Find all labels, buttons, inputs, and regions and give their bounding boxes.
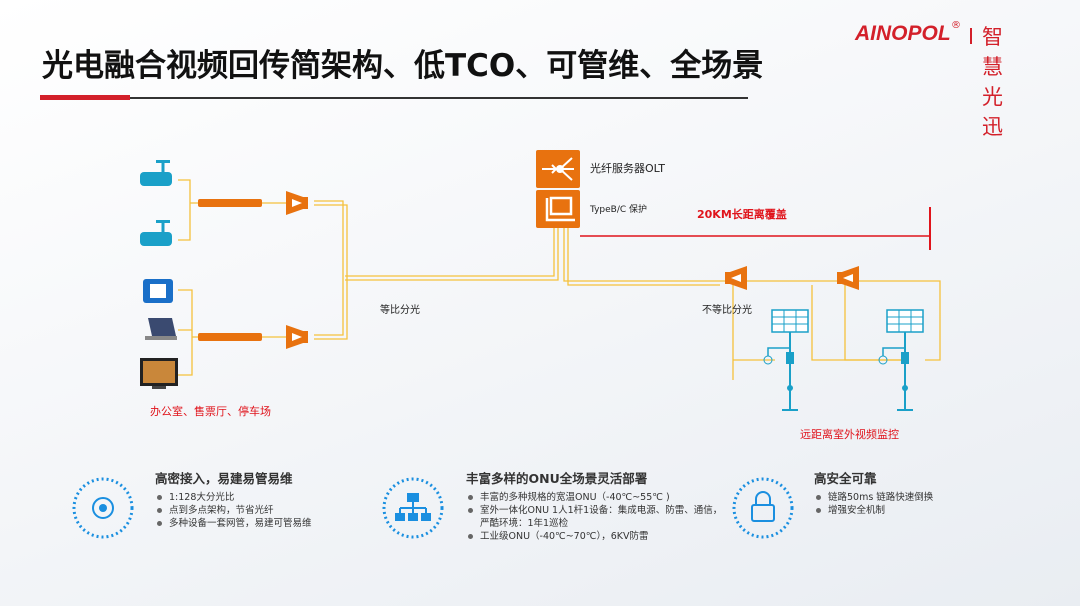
feature-title: 高密接入，易建易管易维 (155, 471, 293, 486)
feature-item: 链路50ms 链路快速倒换 (814, 491, 933, 504)
logo-cn: 智慧光迅 (982, 25, 1006, 139)
feature-item: 1:128大分光比 (155, 491, 312, 504)
network-flower-icon (72, 477, 134, 539)
feature-item: 多种设备一套网管，易建可管易维 (155, 517, 312, 530)
monitor-icon (140, 358, 178, 389)
outdoor-label: 远距离室外视频监控 (800, 428, 899, 441)
camera-icon (140, 220, 172, 246)
phone-icon (143, 279, 173, 303)
olt-icon (536, 150, 580, 228)
feature-onu-deployment: 丰富多样的ONU全场景灵活部署 丰富的多种规格的宽温ONU（-40℃~55℃ )… (466, 468, 726, 543)
feature-title: 丰富多样的ONU全场景灵活部署 (466, 471, 648, 486)
unequal-split-label: 不等比分光 (702, 305, 752, 316)
title-divider (130, 97, 748, 99)
lock-icon (732, 477, 794, 539)
logo-registered: ® (951, 20, 961, 31)
feature-high-density: 高密接入，易建易管易维 1:128大分光比点到多点架构，节省光纤多种设备一套网管… (155, 468, 312, 530)
feature-item: 增强安全机制 (814, 504, 933, 517)
feature-security: 高安全可靠 链路50ms 链路快速倒换增强安全机制 (814, 468, 933, 517)
feature-item: 点到多点架构，节省光纤 (155, 504, 312, 517)
feature-item: 丰富的多种规格的宽温ONU（-40℃~55℃ ) (466, 491, 726, 504)
protection-label: TypeB/C 保护 (590, 205, 648, 215)
splitter-icon (725, 266, 747, 290)
feature-item: 工业级ONU（-40℃~70℃），6KV防雷 (466, 530, 726, 543)
hierarchy-icon (382, 477, 444, 539)
splitter-icon (286, 191, 308, 215)
logo-brand: AINOPOL (855, 22, 951, 45)
splitter-icon (286, 325, 308, 349)
network-diagram (140, 150, 941, 411)
logo-divider (970, 28, 972, 44)
distance-marker (580, 207, 931, 250)
splitter-icon (837, 266, 859, 290)
laptop-icon (145, 318, 177, 340)
switch-icon (198, 333, 262, 341)
olt-label: 光纤服务器OLT (590, 162, 665, 175)
fiber-lines (178, 179, 941, 380)
feature-title: 高安全可靠 (814, 471, 877, 486)
equal-split-label: 等比分光 (380, 305, 420, 316)
camera-icon (140, 160, 172, 186)
title-accent-bar (40, 95, 130, 100)
page-title: 光电融合视频回传简架构、低TCO、可管维、全场景 (42, 48, 764, 84)
feature-item: 室外一体化ONU 1人1杆1设备：集成电源、防雷、通信，严酷环境：1年1巡检 (466, 504, 726, 530)
distance-label: 20KM长距离覆盖 (697, 208, 787, 221)
switch-icon (198, 199, 262, 207)
indoor-label: 办公室、售票厅、停车场 (150, 405, 271, 418)
